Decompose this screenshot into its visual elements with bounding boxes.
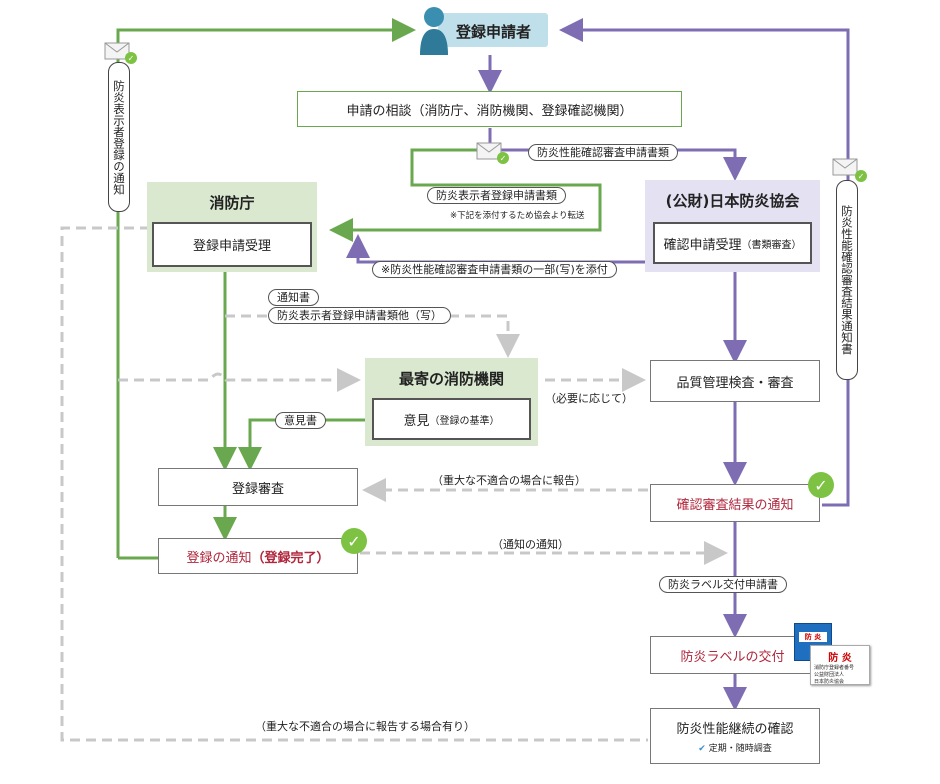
continuity-box[interactable]: 防炎性能継続の確認 ✔ 定期・随時調査 <box>650 708 820 764</box>
mail-icon <box>832 158 858 176</box>
pill-label-app: 防炎ラベル交付申請書 <box>659 576 787 593</box>
check-badge-icon: ✓ <box>855 170 867 182</box>
reg-notice-main: 登録の通知 <box>186 550 252 566</box>
pill-partial: ※防炎性能確認審査申請書類の一部(写)を添付 <box>372 261 617 278</box>
result-notice-box[interactable]: 確認審査結果の通知 <box>650 484 820 522</box>
assoc-receipt-main: 確認申請受理 <box>663 237 742 253</box>
fdma-title: 消防庁 <box>209 194 255 212</box>
quality-box[interactable]: 品質管理検査・審査 <box>650 360 820 402</box>
assoc-title: (公財)日本防炎協会 <box>665 192 800 210</box>
reg-notice-sub: （登録完了） <box>251 550 330 566</box>
fdma-receipt-box[interactable]: 登録申請受理 <box>152 222 312 267</box>
reg-notice-box[interactable]: 登録の通知（登録完了） <box>158 538 358 574</box>
assoc-receipt-box[interactable]: 確認申請受理（書類審査） <box>653 222 812 264</box>
check-badge-icon: ✓ <box>497 152 509 164</box>
assoc-receipt-sub: （書類審査） <box>741 239 802 251</box>
consultation-box[interactable]: 申請の相談（消防庁、消防機関、登録確認機関） <box>297 91 682 127</box>
person-icon <box>420 7 448 55</box>
continuity-sub-row: ✔ 定期・随時調査 <box>698 741 771 754</box>
note-notice-of-notice: （通知の通知） <box>492 538 569 551</box>
label-card-white: 防 炎 消防庁登録者番号 公益財団法人 日本防炎協会 <box>810 645 870 685</box>
check-badge-icon: ✓ <box>125 52 137 64</box>
reg-review-box[interactable]: 登録審査 <box>158 468 358 506</box>
note-as-needed: （必要に応じて） <box>545 392 633 405</box>
label-card-white-tag: 防 炎 <box>828 653 852 664</box>
pill-disp-docs-copy: 防炎表示者登録申請書類他（写） <box>268 307 451 324</box>
label-card-text: 公益財団法人 <box>814 672 845 678</box>
mail-icon <box>476 142 502 160</box>
note-transfer: ※下記を添付するため協会より転送 <box>450 211 585 221</box>
mail-icon <box>104 42 130 60</box>
continuity-main: 防炎性能継続の確認 <box>676 722 794 737</box>
local-opinion-box[interactable]: 意見（登録の基準） <box>372 398 531 440</box>
vertical-right-label: 防炎性能確認審査結果通知書 <box>836 180 858 380</box>
note-serious-may: （重大な不適合の場合に報告する場合有り） <box>255 720 475 733</box>
checkmark-icon: ✔ <box>698 744 706 754</box>
pill-opinion: 意見書 <box>275 412 326 429</box>
check-badge-icon: ✓ <box>341 528 367 554</box>
local-fire-panel: 最寄の消防機関 意見（登録の基準） <box>365 358 538 446</box>
label-card-blue-tag: 防 炎 <box>799 632 827 642</box>
check-badge-icon: ✓ <box>808 472 834 498</box>
pill-notice-doc: 通知書 <box>268 289 319 306</box>
label-card-text: 日本防炎協会 <box>814 679 845 685</box>
assoc-panel: (公財)日本防炎協会 確認申請受理（書類審査） <box>645 180 820 272</box>
continuity-sub: 定期・随時調査 <box>708 744 772 754</box>
note-serious-report: （重大な不適合の場合に報告） <box>432 474 586 487</box>
pill-perf-docs: 防炎性能確認審査申請書類 <box>528 144 678 161</box>
pill-disp-docs: 防炎表示者登録申請書類 <box>427 187 566 204</box>
vertical-left-label: 防炎表示者登録の通知 <box>108 62 130 212</box>
label-issue-box[interactable]: 防炎ラベルの交付 <box>650 636 815 674</box>
local-fire-title: 最寄の消防機関 <box>398 370 504 388</box>
registrant-label: 登録申請者 <box>456 23 532 41</box>
local-opinion-main: 意見 <box>403 413 430 429</box>
local-opinion-sub: （登録の基準） <box>429 415 500 427</box>
registrant-node[interactable]: 登録申請者 <box>420 7 548 55</box>
fdma-panel: 消防庁 登録申請受理 <box>147 182 317 272</box>
label-card-text: 消防庁登録者番号 <box>814 665 855 671</box>
